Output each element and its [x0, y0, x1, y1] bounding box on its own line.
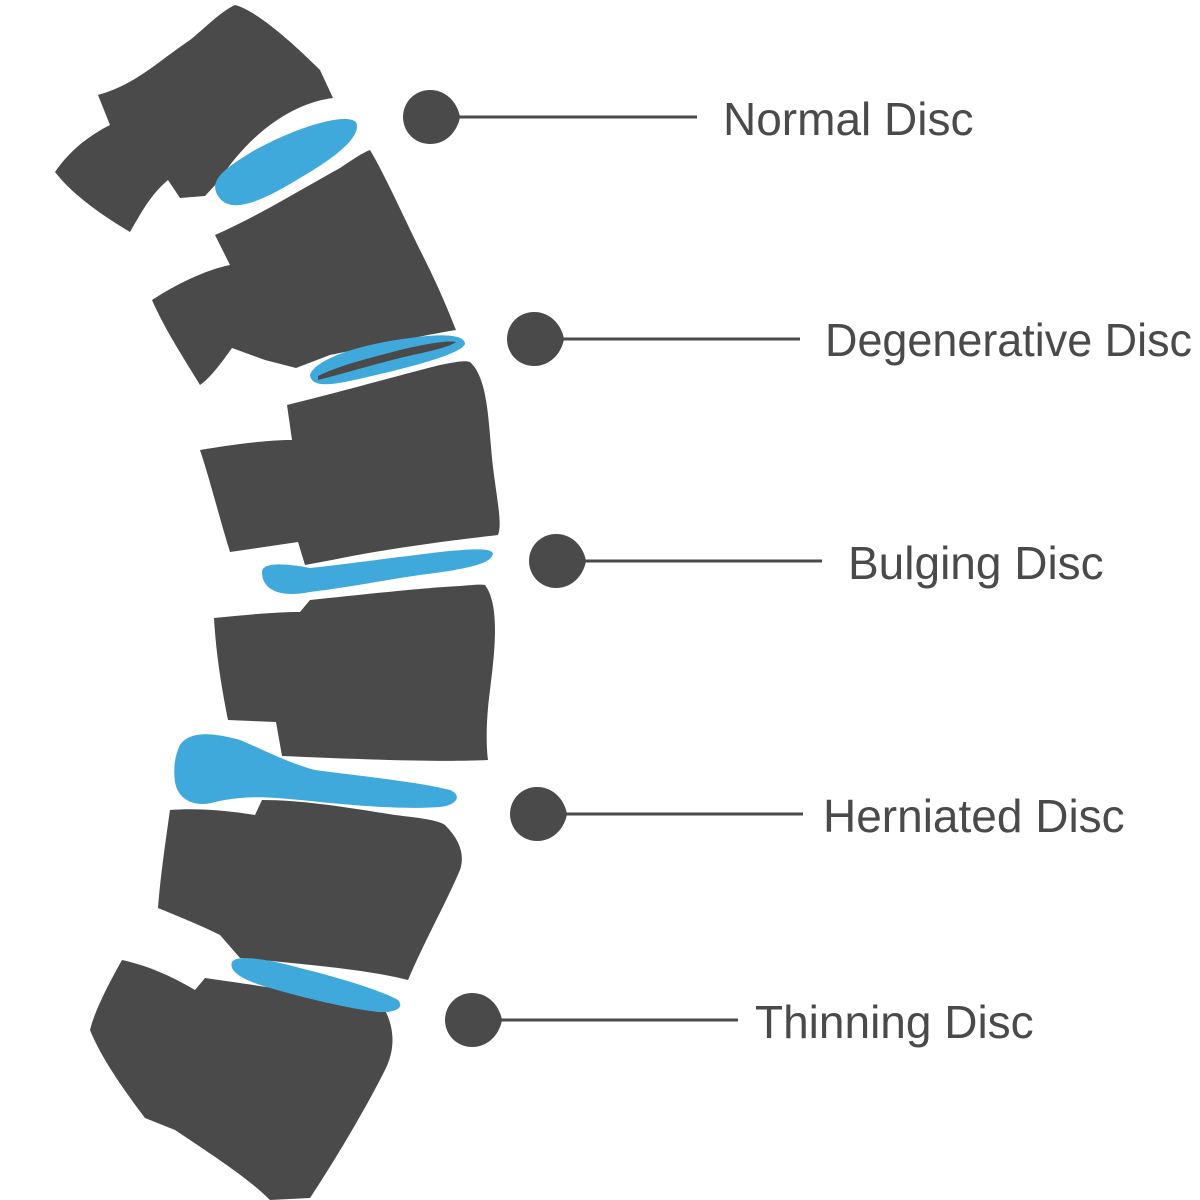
herniated-disc-label: Herniated Disc: [823, 790, 1125, 842]
thinning-disc-label: Thinning Disc: [755, 996, 1034, 1048]
discs: [174, 118, 493, 1013]
vertebra-6: [90, 960, 393, 1200]
vertebra-3: [200, 361, 500, 565]
bulging-disc: [262, 549, 493, 594]
bulging-disc-marker: [529, 534, 586, 588]
vertebra-2: [152, 150, 456, 385]
normal-disc: [215, 118, 357, 206]
normal-disc-label: Normal Disc: [723, 93, 973, 145]
labels: Normal Disc Degenerative Disc Bulging Di…: [723, 93, 1192, 1048]
vertebra-1: [55, 5, 333, 232]
degenerative-disc-crack: [318, 341, 456, 380]
normal-disc-marker: [403, 90, 460, 144]
vertebra-4: [214, 584, 495, 761]
vertebra-5: [158, 800, 462, 980]
callouts: [403, 90, 822, 1047]
thinning-disc-marker: [445, 993, 502, 1047]
thinning-disc: [231, 958, 401, 1013]
degenerative-disc-label: Degenerative Disc: [825, 314, 1192, 366]
bulging-disc-label: Bulging Disc: [848, 537, 1104, 589]
herniated-disc: [174, 734, 457, 808]
degenerative-disc-marker: [507, 312, 564, 366]
vertebrae: [55, 5, 500, 1200]
herniated-disc-marker: [510, 787, 567, 841]
